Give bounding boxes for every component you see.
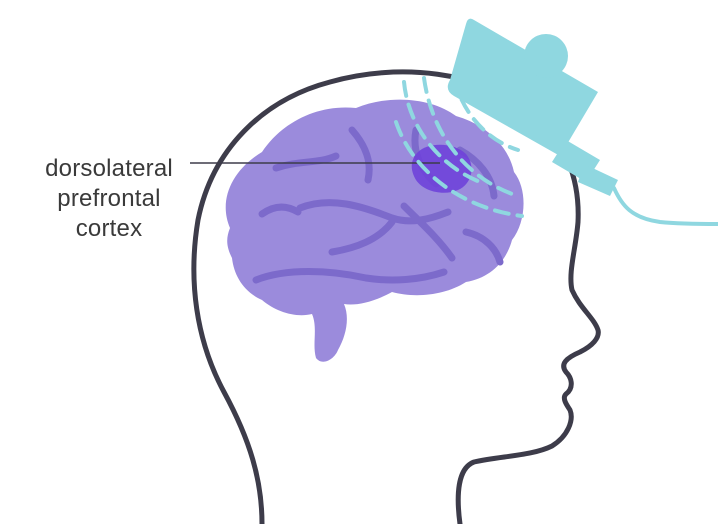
device-knob	[524, 34, 568, 78]
brain-illustration	[226, 100, 524, 362]
region-label-line-1: dorsolateral	[14, 154, 204, 184]
region-label-line-2: prefrontal	[14, 184, 204, 214]
region-label: dorsolateral prefrontal cortex	[14, 154, 204, 244]
region-label-line-3: cortex	[14, 214, 204, 244]
brain-shape	[226, 100, 524, 362]
device-cable	[614, 188, 718, 224]
device-tip	[578, 164, 618, 196]
